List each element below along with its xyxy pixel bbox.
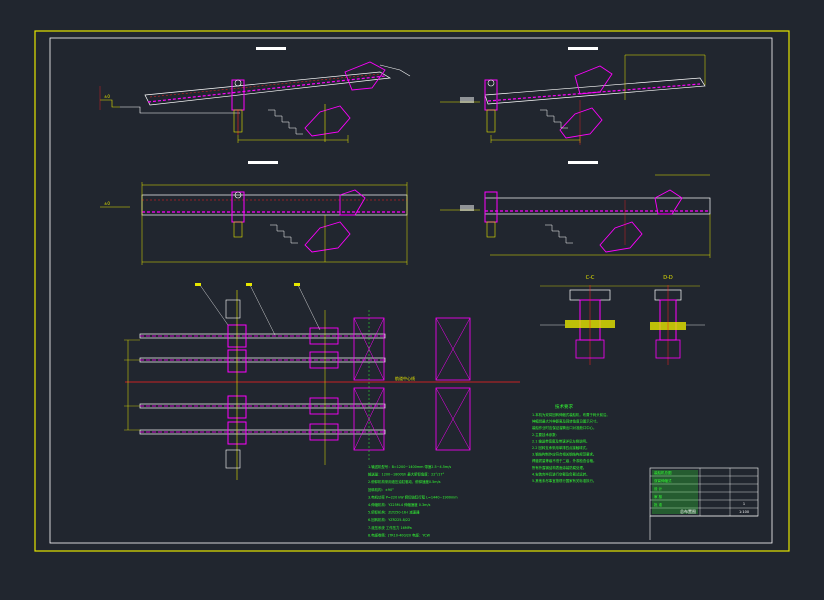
centerline-label: 航道中心线 — [395, 375, 415, 381]
notes-right-line: 装船作业时应保证溜筒出口对准舱口中心。 — [532, 425, 596, 430]
notes-left-line: 4.伸缩机构：Y225M-4 伸缩速度 0.3m/s — [368, 502, 431, 507]
notes-left-line: 3.电机功率 P=220 kW 俯仰油缸行程 L=1440~1900mm — [368, 494, 458, 499]
notes-right-line: 3.钢结构制作应符合相关钢结构规范要求。 — [532, 452, 596, 457]
notes-right-line: 4.安装完毕后进行空载及负载试运转。 — [532, 471, 589, 476]
notes-right-line: 伸缩臂最大外伸距离及回转角度见图示尺寸。 — [532, 419, 600, 424]
drawing-scale: 1:100 — [739, 510, 749, 514]
notes-left-line: 8.电缆卷筒：JTR10-400/20 电缆：YCW — [368, 532, 431, 537]
view-title-4 — [568, 161, 598, 164]
title-block-row-1: 装船机总图 — [654, 470, 672, 475]
notes-right-line: 2.主要技术参数： — [532, 432, 559, 437]
notes-left-line: 5.俯仰机构：ZLY250-16-I 减速器 — [368, 510, 420, 515]
outer-frame — [34, 30, 790, 552]
section-d-label: D-D — [663, 275, 673, 281]
notes-right-title: 技术要求 — [555, 403, 573, 410]
view-title-1 — [256, 47, 286, 50]
notes-right-line: 2.1 输送带宽度及带速详见左侧说明。 — [532, 438, 589, 443]
title-block-row-4: 审 核 — [654, 494, 663, 499]
notes-left-line: 输送量：1200~1800t/h 最大俯仰角度：22°/17° — [368, 472, 445, 477]
title-block-row-5: 批 准 — [654, 502, 663, 507]
notes-left-line: 1.输送机型号：B=1200~1400mm 带速2.5~4.5m/s — [368, 464, 451, 469]
notes-left-line: 7.液压系统 工作压力 16MPa — [368, 525, 412, 530]
notes-left-line: 2.俯仰机构采用液压油缸驱动，俯仰速度0.5m/s — [368, 479, 441, 484]
elevation-view-3: ±0 — [100, 182, 408, 265]
title-block: 装船机总图 双臂伸缩式 设 计 审 核 批 准 总布置图 1:100 1 — [649, 467, 759, 540]
notes-right: 1.本机为双臂回转伸缩式装船机，布置于码头前沿。 伸缩臂最大外伸距离及回转角度见… — [532, 412, 610, 483]
notes-right-line: 1.本机为双臂回转伸缩式装船机，布置于码头前沿。 — [532, 412, 610, 417]
notes-right-line: 5.其他未尽事宜按现行国家有关标准执行。 — [532, 478, 596, 483]
view-title-3 — [248, 161, 278, 164]
inner-frame — [49, 37, 773, 544]
notes-right-line: 焊缝质量等级不低于二级，外观检查合格。 — [532, 458, 596, 463]
view-title-2 — [568, 47, 598, 50]
drawing-title: 总布置图 — [680, 508, 696, 514]
notes-left-line: 回转机构：±90° — [368, 487, 394, 492]
notes-right-line: 2.2 回转支承采用单排四点接触球式。 — [532, 445, 589, 450]
section-view-c: C-C — [540, 275, 640, 365]
title-block-row-2: 双臂伸缩式 — [654, 478, 672, 483]
section-c-label: C-C — [586, 275, 595, 281]
notes-right-line: 所有外露钢结构表面涂装防腐处理。 — [532, 465, 586, 470]
elevation-view-2 — [440, 54, 706, 145]
elevation-view-1: ±0 — [99, 61, 411, 143]
elevation-view-4 — [440, 174, 711, 258]
notes-left: 1.输送机型号：B=1200~1400mm 带速2.5~4.5m/s 输送量：1… — [368, 464, 458, 537]
svg-text:±0: ±0 — [104, 94, 110, 99]
plan-view: 航道中心线 — [124, 283, 520, 480]
title-block-row-3: 设 计 — [654, 486, 663, 491]
section-view-d: D-D — [640, 275, 705, 365]
drawing-sheet: 1 — [743, 502, 745, 506]
notes-left-line: 6.回转机构：YZR225-8/22 — [368, 517, 410, 522]
svg-text:±0: ±0 — [104, 201, 110, 206]
